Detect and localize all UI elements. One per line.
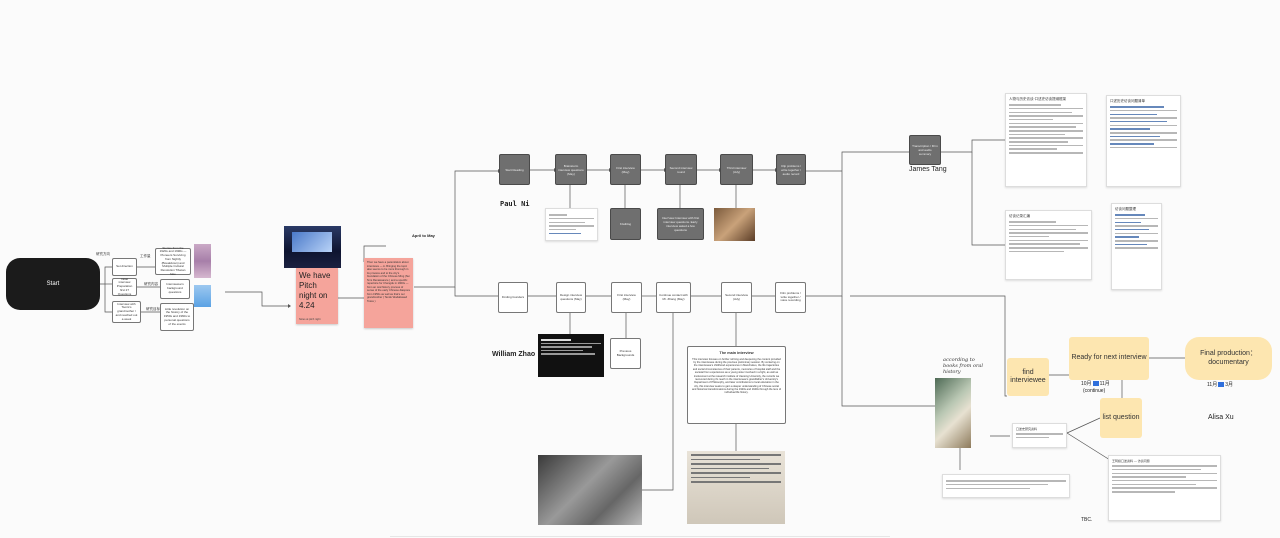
branch-label-mid: 研究内容 xyxy=(144,282,158,286)
top-step-clip[interactable]: Clip problems / write together / audio r… xyxy=(776,154,806,185)
april-label: April to May xyxy=(412,233,435,238)
top-step-brainstorm[interactable]: Brainstorm interview questions (May) xyxy=(555,154,587,185)
mini-photo-image xyxy=(194,285,211,307)
mini-poster-image xyxy=(194,244,211,278)
james-transcription-box[interactable]: Transcription / fill in and audio summar… xyxy=(909,135,941,165)
main-interview-body: This interview focuses on further refini… xyxy=(692,357,781,395)
top-note-interview[interactable]: Inter'view Interview with first intervie… xyxy=(657,208,704,240)
initial-interview-box[interactable]: Initial interview Preparation first 27 Q… xyxy=(112,277,137,296)
bottom-step-film[interactable]: Film problems / write together / voice r… xyxy=(775,282,806,313)
newspaper-photo xyxy=(687,451,785,524)
april-note[interactable]: Then we have a parent/alum about intervi… xyxy=(364,258,413,328)
pitch-photo xyxy=(284,226,341,268)
bottom-step-design[interactable]: Design interview questions (May) xyxy=(556,282,586,313)
arrow-icon xyxy=(1092,381,1099,386)
main-interview-note[interactable]: The main interview This interview focuse… xyxy=(687,346,786,424)
chat-question-doc: 王阿姨口述资料 — 访谈问题 xyxy=(1108,455,1221,521)
branch-label-top: 研究方向 xyxy=(96,252,110,256)
top-doc-preview xyxy=(545,208,598,241)
start-label: Start xyxy=(46,281,60,287)
doc-research-material: 口述史研究资料 xyxy=(1012,423,1067,448)
chat-question-title: 王阿姨口述资料 — 访谈问题 xyxy=(1112,459,1150,463)
stories-box[interactable]: Stories from the 1920s and 1990s — Pione… xyxy=(155,246,191,276)
main-interview-title: The main interview xyxy=(719,351,754,355)
bottom-step-second[interactable]: Second interview (July) xyxy=(721,282,752,313)
top-step-second-interview[interactable]: Second interview round xyxy=(665,154,697,185)
top-step-third-interview[interactable]: Third interview (July) xyxy=(720,154,753,185)
list-question-sticky[interactable]: list question xyxy=(1100,398,1142,438)
grandmother-interview-box[interactable]: Interview with Tsoris's grandmother / an… xyxy=(112,301,141,323)
tbc-label: TBC. xyxy=(1081,517,1093,523)
bottom-terminal-preview xyxy=(538,334,604,377)
person-paul: Paul Ni xyxy=(500,200,530,208)
previous-backgrounds-box[interactable]: Previous Backgrounds xyxy=(610,338,641,369)
timeline-oct-nov: 10月 11月 xyxy=(1081,380,1110,387)
top-photo xyxy=(714,208,755,241)
doc-question-arrange-title: 访谈问题整理 xyxy=(1115,207,1136,211)
top-note-kiwiblog[interactable]: Kiwiblog xyxy=(610,208,641,240)
branch-label-extra: 工作量 xyxy=(140,254,151,258)
top-step-reading[interactable]: Start Reading xyxy=(499,154,530,185)
doc-outline: 人物与历史访谈·口述史访谈提纲框架 xyxy=(1005,93,1087,187)
history-questions-box[interactable]: Little revolution on the history of the … xyxy=(160,303,194,331)
pitch-title: We have Pitch night on 4.24 xyxy=(299,271,331,310)
background-questions-box[interactable]: Interviewee's background questions xyxy=(160,279,190,299)
bottom-step-contact[interactable]: Continue contact with Mr. Zhang (May) xyxy=(656,282,691,313)
date-oct: 10月 xyxy=(1081,381,1092,387)
pitch-footer: Notes at pitch night xyxy=(299,318,321,321)
timeline-final: 11月 3月 xyxy=(1207,381,1233,388)
doc-outline-title: 人物与历史访谈·口述史访谈提纲框架 xyxy=(1009,97,1067,101)
final-production-sticky[interactable]: Final production： documentary xyxy=(1185,337,1272,380)
branch-label-bottom: 研究目标 xyxy=(146,307,160,311)
person-james: James Tang xyxy=(909,166,947,173)
person-william: William Zhao xyxy=(492,351,536,358)
doc-record-collection-title: 访谈记录汇编 xyxy=(1009,214,1030,218)
date-final-end: 3月 xyxy=(1225,382,1233,388)
arrow-icon xyxy=(1218,382,1225,387)
top-step-first-interview[interactable]: First interview (May) xyxy=(610,154,641,185)
doc-question-list-title: 口述历史访谈问题清单 xyxy=(1110,99,1145,103)
ready-next-interview-sticky[interactable]: Ready for next interview xyxy=(1069,337,1149,380)
doc-question-arrange: 访谈问题整理 xyxy=(1111,203,1162,290)
handwritten-note: according to books from oral history xyxy=(943,357,983,375)
doc-record-collection: 访谈记录汇编 xyxy=(1005,210,1092,280)
continue-label: (continue) xyxy=(1083,388,1106,394)
find-interviewee-sticky[interactable]: find interviewee xyxy=(1007,358,1049,396)
start-node[interactable]: Start xyxy=(6,258,100,310)
date-final-start: 11月 xyxy=(1207,382,1218,388)
archive-photo-bw xyxy=(538,455,642,525)
person-alisa: Alisa Xu xyxy=(1208,414,1234,421)
pitch-sticky[interactable]: We have Pitch night on 4.24 Notes at pit… xyxy=(296,268,338,324)
doc-summary-strip xyxy=(942,474,1070,498)
date-nov: 11月 xyxy=(1099,381,1110,387)
doc-question-list: 口述历史访谈问题清单 xyxy=(1106,95,1181,187)
set-direction-box[interactable]: Set direction xyxy=(112,258,137,276)
book-cover-image xyxy=(935,378,971,448)
bottom-step-first[interactable]: First interview (May) xyxy=(611,282,642,313)
canvas-divider xyxy=(390,536,890,537)
bottom-step-founders[interactable]: Finding founders xyxy=(498,282,528,313)
doc-research-material-title: 口述史研究资料 xyxy=(1016,427,1038,431)
